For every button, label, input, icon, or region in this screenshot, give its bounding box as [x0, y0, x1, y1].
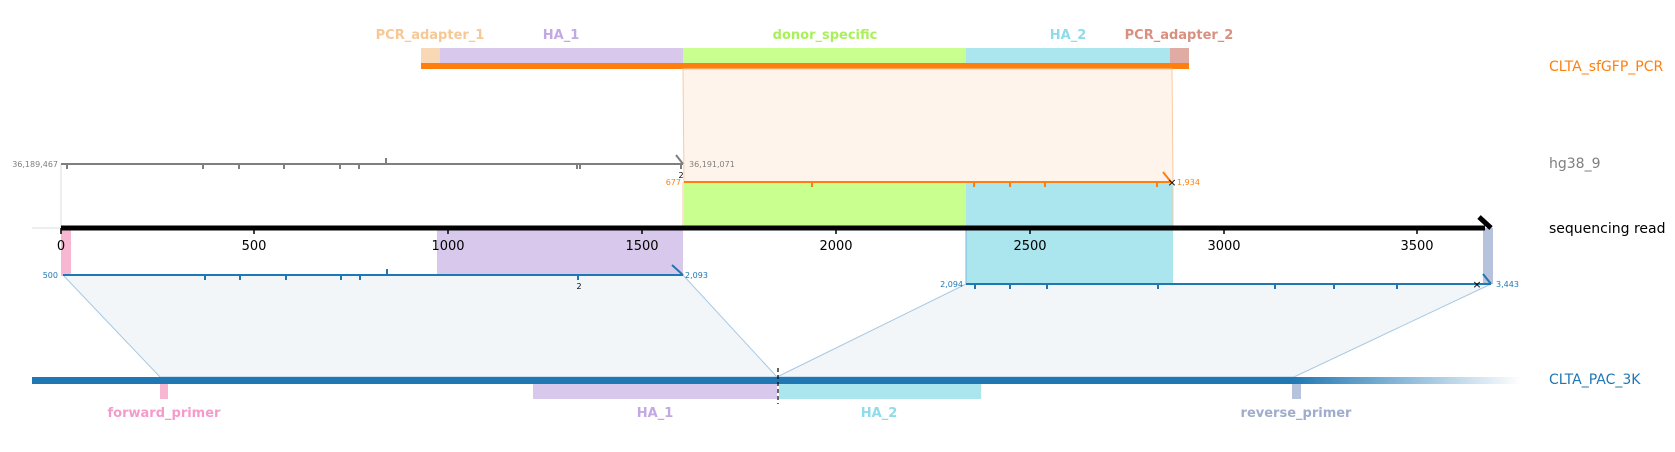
read-axis-ticks: [60, 228, 1418, 234]
read-axis-tick-label: 1500: [625, 239, 658, 254]
track-label-genome: hg38_9: [1549, 156, 1600, 172]
pcr-feature-pcr_adapter_2: [1170, 48, 1189, 64]
track-label-pcr: CLTA_sfGFP_PCR: [1549, 59, 1663, 75]
plasmid-alignment-2: × 2,094 3,443: [940, 273, 1519, 291]
pcr-feature-label-ha_1: HA_1: [543, 28, 580, 43]
pcr-feature-pcr_adapter_1: [421, 48, 440, 64]
plasmid-alignment-2-end-label: 3,443: [1496, 280, 1519, 289]
pcr-alignment: × 677 1,934: [666, 68, 1200, 227]
pcr-alignment-end-label: 1,934: [1177, 178, 1200, 187]
read-end-arrow: [1477, 215, 1493, 230]
read-axis-tick-label: 3500: [1400, 239, 1433, 254]
pcr-alignment-end-cross: ×: [1167, 176, 1176, 189]
plasmid-line-fade: [1292, 377, 1522, 384]
pcr-aligned-ha2-region: [966, 182, 1173, 227]
plasmid-alignment-1-end-label: 2,093: [685, 271, 708, 280]
read-track: 0 500 1000 1500 2000 2500 3000 3500: [32, 215, 1493, 284]
genome-marker-label: 2: [678, 171, 683, 180]
pcr-feature-label-pcr_adapter_1: PCR_adapter_1: [376, 28, 485, 43]
read-feature-reverse_primer: [1483, 228, 1493, 284]
genome-alignment-ticks: [66, 158, 581, 169]
pcr-feature-ha_2: [966, 48, 1170, 64]
plasmid-feature-reverse_primer: [1292, 384, 1301, 399]
read-axis-tick-label: 500: [242, 239, 267, 254]
genome-alignment-end-label: 36,191,071: [689, 160, 735, 169]
pcr-feature-label-ha_2: HA_2: [1050, 28, 1087, 43]
pcr-alignment-ticks: [811, 182, 1158, 187]
read-axis-tick-label: 2500: [1013, 239, 1046, 254]
plasmid-band-2: [776, 283, 1492, 378]
track-labels: CLTA_sfGFP_PCR hg38_9 sequencing read CL…: [1549, 59, 1665, 388]
read-axis-tick-label: 1000: [431, 239, 464, 254]
plasmid-feature-label-forward_primer: forward_primer: [108, 406, 222, 421]
genome-alignment-end-arrow: [675, 154, 684, 165]
plasmid-alignment-1: 2 500 2,093: [43, 264, 708, 291]
pcr-alignment-start-label: 677: [666, 178, 681, 187]
plasmid-alignment-2-cross: ×: [1472, 278, 1481, 291]
read-axis-tick-label: 0: [57, 239, 65, 254]
plasmid-line: [32, 377, 1292, 384]
plasmid-band-1: [61, 274, 779, 378]
genome-alignment: 2 36,189,467 36,191,071: [12, 154, 735, 227]
genome-alignment-start-label: 36,189,467: [12, 160, 58, 169]
plasmid-marker-label: 2: [576, 282, 581, 291]
pcr-feature-label-donor_specific: donor_specific: [773, 28, 878, 43]
plasmid-feature-ha_1: [533, 384, 777, 399]
pcr-line: [421, 63, 1189, 69]
plasmid-alignment-1-end-arrow: [671, 264, 684, 276]
plasmid-alignment-bands: [61, 274, 1492, 378]
read-feature-forward_primer: [61, 228, 71, 276]
plasmid-feature-label-ha_2: HA_2: [861, 406, 898, 421]
pcr-track: PCR_adapter_1 HA_1 donor_specific HA_2 P…: [376, 28, 1234, 69]
plasmid-feature-label-reverse_primer: reverse_primer: [1241, 406, 1353, 421]
plasmid-alignment-2-end-arrow: [1482, 273, 1492, 285]
read-axis-tick-label: 3000: [1207, 239, 1240, 254]
plasmid-alignment-2-start-label: 2,094: [940, 280, 963, 289]
pcr-feature-donor_specific: [683, 48, 966, 64]
pcr-projection-band: [682, 68, 1174, 183]
plasmid-alignment-1-start-label: 500: [43, 271, 58, 280]
pcr-feature-ha_1: [440, 48, 683, 64]
plasmid-feature-ha_2: [779, 384, 981, 399]
read-axis-tick-label: 2000: [819, 239, 852, 254]
read-feature-ha_1: [437, 228, 683, 276]
read-feature-ha_2: [966, 228, 1173, 284]
plasmid-feature-forward_primer: [160, 384, 168, 399]
plasmid-alignment-2-ticks: [974, 284, 1398, 289]
pcr-alignment-end-arrow: [1162, 171, 1172, 183]
pcr-aligned-donor-region: [684, 182, 966, 227]
read-axis-tick-labels: 0 500 1000 1500 2000 2500 3000 3500: [57, 239, 1434, 254]
track-label-plasmid: CLTA_PAC_3K: [1549, 372, 1641, 388]
plasmid-alignment-1-ticks: [204, 269, 579, 280]
plasmid-feature-label-ha_1: HA_1: [637, 406, 674, 421]
track-label-read: sequencing read: [1549, 221, 1665, 237]
plasmid-track: forward_primer HA_1 HA_2 reverse_primer: [32, 368, 1522, 421]
pcr-feature-label-pcr_adapter_2: PCR_adapter_2: [1125, 28, 1234, 43]
